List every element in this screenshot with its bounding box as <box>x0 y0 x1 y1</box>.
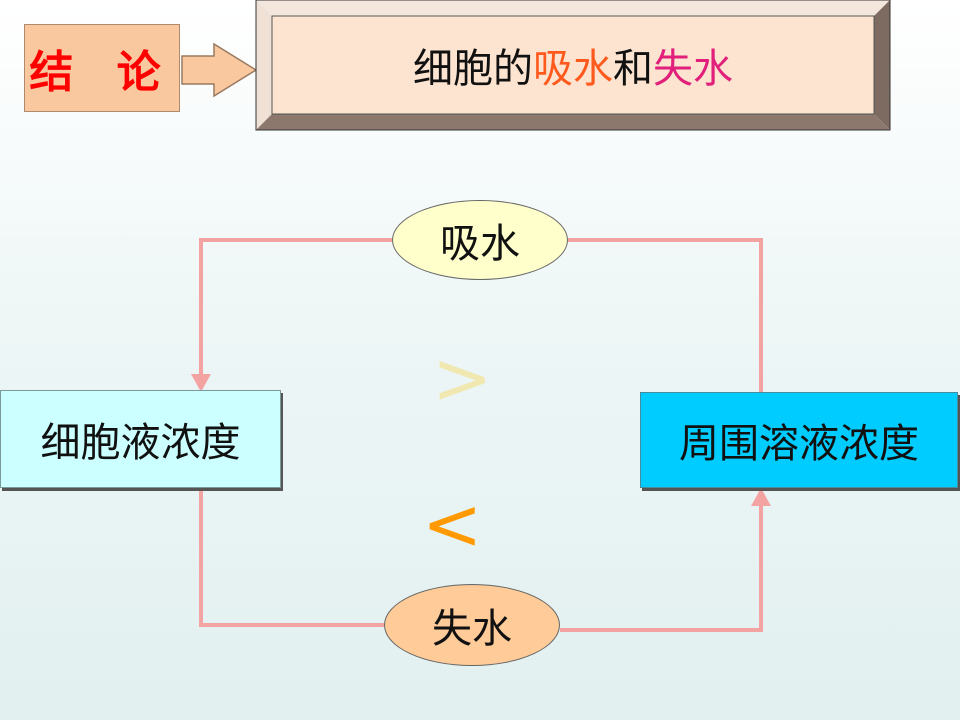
connector-lose-to-env <box>560 503 763 632</box>
title-and: 和 <box>613 46 653 92</box>
cell-concentration-box: 细胞液浓度 <box>0 390 281 488</box>
lose-water-oval: 失水 <box>384 584 560 666</box>
connector-cell-to-lose <box>199 488 384 627</box>
arrowhead-up-icon <box>751 488 771 506</box>
greater-than-symbol: > <box>432 336 493 420</box>
conclusion-arrow-icon <box>181 42 258 98</box>
slide-title: 细胞的吸水和失水 <box>272 16 874 114</box>
surrounding-concentration-label: 周围溶液浓度 <box>679 421 919 467</box>
surrounding-concentration-box: 周围溶液浓度 <box>640 392 958 488</box>
arrowhead-down-icon <box>191 374 211 392</box>
connector-absorb-to-cell <box>199 238 392 378</box>
cell-concentration-label: 细胞液浓度 <box>40 420 241 466</box>
absorb-water-oval: 吸水 <box>392 200 568 280</box>
lose-water-label: 失水 <box>432 606 512 652</box>
conclusion-label: 结 论 <box>24 24 180 112</box>
title-lose: 失水 <box>653 46 733 92</box>
title-frame <box>255 0 891 131</box>
cycle-connectors <box>199 238 763 632</box>
connector-absorb-to-env <box>568 238 763 392</box>
title-part1: 细胞的 <box>413 46 533 92</box>
conclusion-label-text: 结 论 <box>29 47 175 98</box>
less-than-symbol: < <box>422 482 483 566</box>
title-absorb: 吸水 <box>533 46 613 92</box>
absorb-water-label: 吸水 <box>440 221 520 267</box>
